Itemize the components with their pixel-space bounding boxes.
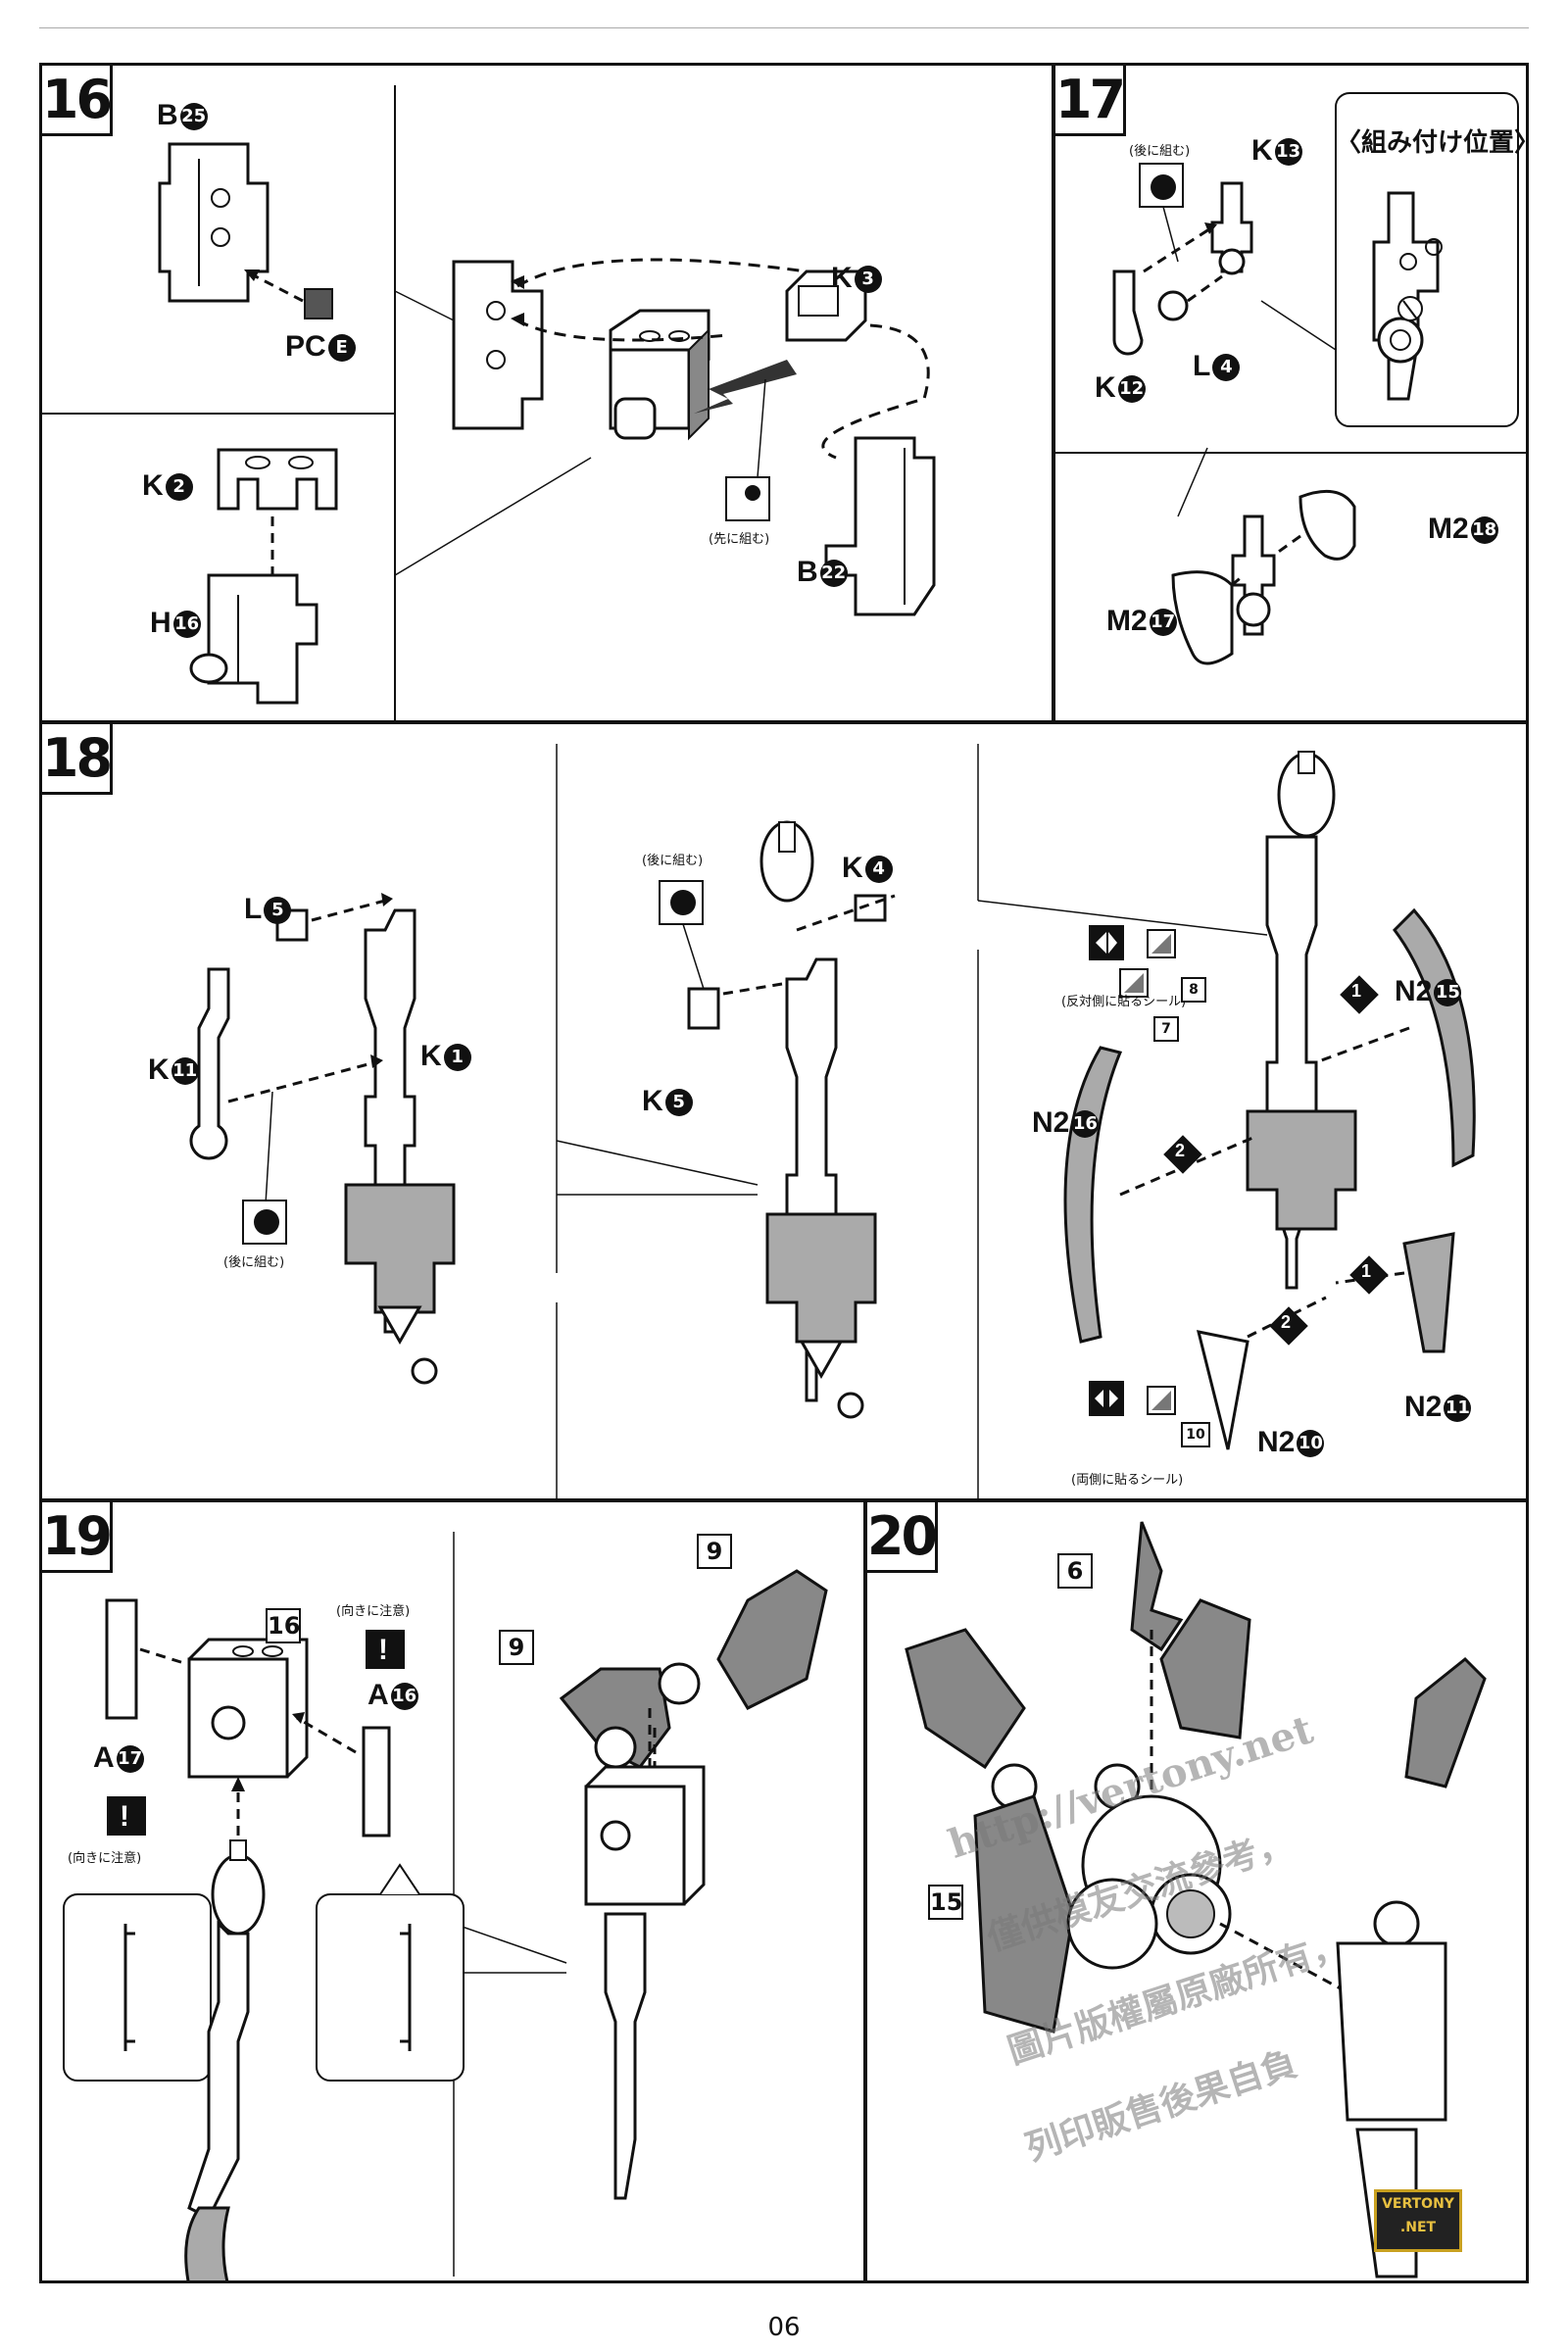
inset-title: 〈組み付け位置〉 — [1336, 127, 1529, 157]
note-opposite-sticker: (反対側に貼るシール) — [1061, 995, 1187, 1009]
badge-line-2: .NET — [1399, 2220, 1437, 2235]
step-18-panel: 18 — [39, 721, 1529, 1501]
sticker-10: 10 — [1181, 1422, 1210, 1447]
note-assemble-first: (先に組む) — [709, 532, 770, 547]
page-number: 06 — [767, 2313, 801, 2342]
step-16-panel: 16 — [39, 63, 1054, 723]
ref-15: 15 — [928, 1885, 963, 1920]
vertony-badge: VERTONY .NET — [1374, 2189, 1462, 2252]
ref-9-top: 9 — [697, 1534, 732, 1569]
note-caution-2: (向きに注意) — [68, 1851, 142, 1866]
step-16-illustration — [42, 85, 936, 720]
step-number: 16 — [42, 66, 113, 136]
step-19-illustration — [63, 1532, 828, 2280]
step-19-panel: 19 — [39, 1499, 866, 2283]
step-number: 19 — [42, 1502, 113, 1573]
note-assemble-after: (後に組む) — [1129, 144, 1191, 159]
top-rule — [39, 27, 1529, 28]
order-1-a: 1 — [1351, 981, 1362, 1001]
step-17-illustration — [1055, 92, 1526, 665]
step-20-illustration — [905, 1521, 1487, 2278]
step-number: 17 — [1055, 66, 1126, 136]
ref-6: 6 — [1057, 1553, 1093, 1589]
caution-mark-1: ! — [378, 1634, 388, 1666]
ref-16: 16 — [266, 1608, 301, 1643]
ref-9-left: 9 — [499, 1630, 534, 1665]
note-assemble-after-2: (後に組む) — [642, 854, 704, 868]
step-18-illustration — [189, 744, 1476, 1498]
note-caution-1: (向きに注意) — [336, 1604, 411, 1619]
note-assemble-after-1: (後に組む) — [223, 1255, 285, 1270]
order-1-b: 1 — [1361, 1261, 1372, 1281]
step-number: 20 — [867, 1502, 938, 1573]
order-2-a: 2 — [1175, 1141, 1186, 1160]
badge-line-1: VERTONY — [1382, 2196, 1454, 2212]
note-both-sides-sticker: (両側に貼るシール) — [1071, 1473, 1184, 1488]
sticker-8: 8 — [1181, 977, 1206, 1003]
step-number: 18 — [42, 724, 113, 795]
step-20-panel: 20 6 15 — [864, 1499, 1529, 2283]
sticker-7: 7 — [1153, 1016, 1179, 1042]
order-2-b: 2 — [1281, 1312, 1292, 1332]
caution-mark-2: ! — [120, 1800, 129, 1833]
